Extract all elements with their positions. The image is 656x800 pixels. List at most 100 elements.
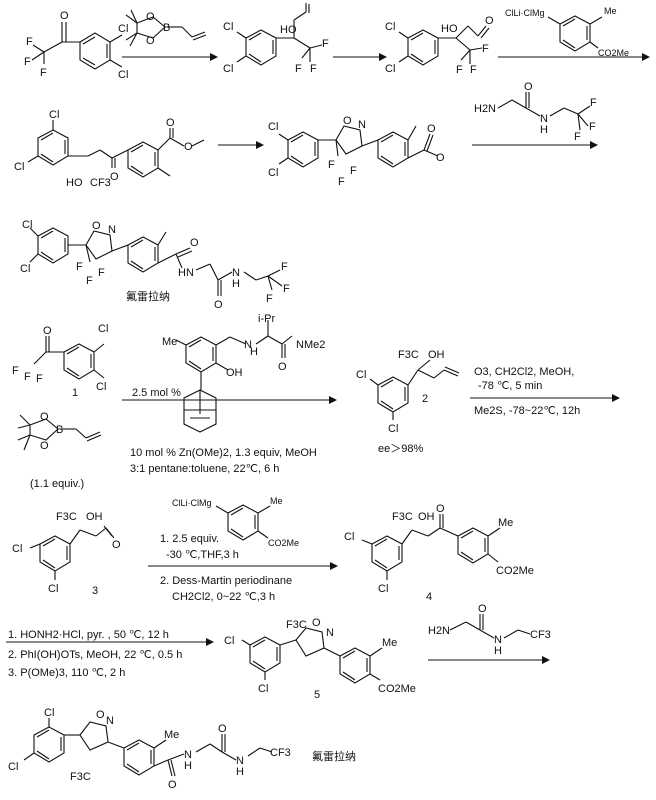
chlorine-label: Cl	[385, 63, 395, 75]
fluorine-label: F	[589, 121, 596, 133]
fluorine-label: F	[456, 64, 463, 76]
fluorine-label: F	[482, 43, 489, 55]
fluorine-label: F	[86, 275, 93, 287]
compound-number: 4	[426, 591, 432, 603]
compound-homoallylic-alcohol: Cl Cl HO F F F	[223, 3, 329, 75]
compound-hydroxy-ketone: Cl Cl HO CF3 O O O	[14, 109, 205, 189]
equiv-label: (1.1 equiv.)	[30, 478, 84, 490]
trifluoromethyl-label: F	[12, 365, 19, 377]
trifluoromethyl-label: CF3	[530, 629, 551, 641]
compound-number: 2	[422, 393, 428, 405]
product-name: 氟雷拉纳	[126, 289, 170, 303]
catalyst-loading: 2.5 mol %	[132, 387, 181, 399]
reaction-arrow	[333, 53, 387, 61]
grignard-label: ClLi·ClMg	[172, 498, 212, 508]
oxygen-label: O	[485, 15, 494, 27]
oxygen-label: O	[146, 35, 155, 47]
fluorine-label: F	[40, 67, 47, 79]
chlorine-label: Cl	[44, 707, 54, 719]
compound-2: Cl Cl F3C OH 2 ee＞98%	[356, 349, 460, 455]
fluorine-label: F	[338, 176, 345, 188]
step4-line-3: 3. P(OMe)3, 110 ℃, 2 h	[8, 667, 125, 679]
fluorine-label: F	[350, 165, 357, 177]
oxygen-label: O	[312, 617, 321, 629]
compound-5: Cl Cl F3C O N Me CO2Me 5	[224, 617, 416, 701]
compound-4: Cl Cl F3C OH O Me CO2Me 4	[344, 503, 534, 603]
hydroxyl-label: HO	[280, 24, 297, 36]
step4-line-1: 1. HONH2·HCl, pyr. , 50 ℃, 12 h	[8, 629, 169, 641]
trifluoromethyl-label: F3C	[398, 349, 419, 361]
hydroxyl-label: OH	[226, 367, 243, 379]
fluorine-label: F	[295, 63, 302, 75]
fluorine-label: F	[310, 63, 317, 75]
chlorine-label: Cl	[22, 219, 32, 231]
oxygen-label: O	[436, 503, 445, 515]
oxygen-label: O	[96, 709, 105, 721]
methyl-label: Me	[162, 336, 177, 348]
compound-allyl-pinacolborane: O O B (1.1 equiv.)	[17, 411, 102, 490]
catalyst-aminophenol: Me N H i-Pr NMe2 O OH	[162, 313, 325, 433]
trifluoromethyl-label: F3C	[70, 771, 91, 783]
compound-number: 3	[92, 585, 98, 597]
amide-h-label: H	[184, 760, 192, 772]
ester-label: CO2Me	[598, 48, 629, 58]
reagent-trifluoroethyl-glycinamide: H2N O N H F F F	[474, 81, 597, 143]
boron-label: B	[163, 22, 170, 34]
reagent-allyl-pinacolborane: O O B	[125, 9, 207, 47]
oxygen-label: O	[184, 141, 193, 153]
oxygen-label: O	[146, 11, 155, 23]
chlorine-label: Cl	[388, 423, 398, 435]
ee-value: ee＞98%	[378, 443, 423, 455]
fluorine-label: F	[470, 64, 477, 76]
amide-nitrogen-label: N	[540, 113, 548, 125]
oxygen-label: O	[278, 361, 287, 373]
chlorine-label: Cl	[356, 369, 366, 381]
fluorine-label: F	[322, 38, 329, 50]
reaction-arrow	[498, 53, 650, 61]
compound-fluralaner-2: Cl Cl H O N F3C Me O N H O N H CF3 氟雷拉纳	[8, 707, 356, 791]
chlorine-label: Cl	[223, 63, 233, 75]
oxygen-label: O	[218, 723, 227, 735]
nitrogen-label: N	[326, 627, 334, 639]
amide-h-label: H	[540, 124, 548, 136]
chlorine-label: Cl	[20, 263, 30, 275]
boron-label: B	[56, 424, 63, 436]
oxygen-label: O	[190, 237, 199, 249]
oxygen-label: O	[343, 115, 352, 127]
oxygen-label: O	[40, 411, 49, 423]
fluorine-label: F	[281, 261, 288, 273]
fluorine-label: F	[266, 293, 273, 305]
compound-number: 1	[72, 387, 78, 399]
hydroxyl-label: OH	[428, 349, 445, 361]
step3-line-4: CH2Cl2, 0~22 ℃,3 h	[172, 591, 275, 603]
reaction-arrow	[218, 141, 264, 149]
methyl-label: Me	[382, 637, 397, 649]
chlorine-label: Cl	[344, 531, 354, 543]
methyl-label: Me	[498, 517, 513, 529]
amine-h-label: H	[250, 346, 258, 358]
ozonolysis-line-1: O3, CH2Cl2, MeOH,	[474, 366, 574, 378]
oxygen-label: O	[43, 325, 52, 337]
compound-isoxazoline-ester: Cl Cl O N F F F O O	[268, 115, 445, 188]
oxygen-label: O	[92, 220, 101, 232]
chlorine-label: Cl	[14, 161, 24, 173]
oxygen-label: O	[524, 81, 533, 93]
reagent-aryl-grignard: ClLi·ClMg Me CO2Me	[505, 6, 629, 58]
amine-label: H2N	[474, 103, 496, 115]
nitrogen-label: N	[108, 224, 116, 236]
methyl-label: Me	[270, 496, 283, 506]
oxygen-label: O	[166, 117, 175, 129]
chlorine-label: Cl	[118, 69, 128, 81]
compound-3: Cl Cl F3C OH O 3	[12, 511, 121, 597]
fluorine-label: F	[574, 131, 581, 143]
chlorine-label: Cl	[12, 543, 22, 555]
compound-trifluoroacetophenone: O Cl Cl F F F	[24, 10, 128, 81]
isopropyl-label: i-Pr	[258, 313, 275, 325]
fluorine-label: F	[24, 371, 31, 383]
reaction-arrow	[122, 53, 218, 61]
chlorine-label: Cl	[49, 109, 59, 121]
methyl-label: Me	[164, 729, 179, 741]
amide-nitrogen-label: N	[232, 267, 240, 279]
fluorine-label: F	[36, 373, 43, 385]
